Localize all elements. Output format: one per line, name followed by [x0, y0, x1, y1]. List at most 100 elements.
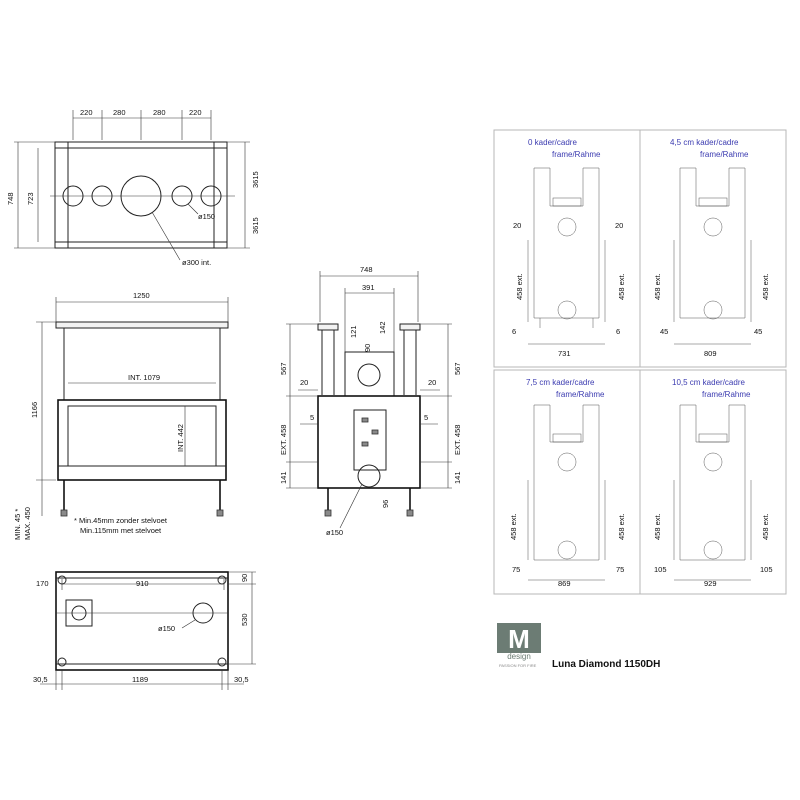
frame-panels: 0 kader/cadre frame/Rahme 20 20 458 ext.… [493, 129, 787, 595]
bottom-right-top: 90 [240, 574, 249, 582]
top-view: 220 280 280 220 748 723 3615 3615 ø150 ø… [6, 108, 260, 267]
logo-letter: M [508, 624, 530, 654]
frame-panel-2: 4,5 cm kader/cadre frame/Rahme 458 ext. … [653, 138, 770, 358]
side-121: 121 [349, 325, 358, 338]
bottom-width: 910 [136, 579, 149, 588]
front-int-height: INT. 442 [176, 424, 185, 452]
front-width: 1250 [133, 291, 150, 300]
frame-2-line1: 4,5 cm kader/cadre [670, 138, 739, 147]
frame-3-total: 869 [558, 579, 571, 588]
front-glass [67, 405, 217, 467]
top-hole-big: ø300 int. [182, 258, 211, 267]
frame-1-side-right: 20 [615, 221, 623, 230]
side-bottom-hole [357, 464, 381, 488]
front-max: MAX. 450 [23, 507, 32, 540]
frame-4-gap-left: 105 [654, 565, 667, 574]
frame-1-total: 731 [558, 349, 571, 358]
side-left-ext: EXT. 458 [279, 425, 288, 455]
top-height-inner: 723 [26, 192, 35, 205]
side-right-20: 20 [428, 378, 436, 387]
frame-3-ext-right: 458 ext. [617, 513, 626, 540]
logo-word: design [507, 652, 531, 661]
frame-1-ext-left: 458 ext. [515, 273, 524, 300]
frame-3-ext-left: 458 ext. [509, 513, 518, 540]
top-view-outline [54, 141, 228, 249]
front-int-width: INT. 1079 [128, 373, 160, 382]
side-inner: 391 [362, 283, 375, 292]
front-note-1: * Min.45mm zonder stelvoet [74, 516, 168, 525]
bottom-right-edge: 30,5 [234, 675, 249, 684]
frame-panel-1: 0 kader/cadre frame/Rahme 20 20 458 ext.… [512, 138, 626, 358]
top-dim-1: 220 [80, 108, 93, 117]
frame-4-line2: frame/Rahme [702, 390, 751, 399]
frame-4-ext-right: 458 ext. [761, 513, 770, 540]
bottom-total: 1189 [132, 675, 148, 684]
side-left-141: 141 [279, 471, 288, 484]
bottom-hole: ø150 [158, 624, 175, 633]
frame-1-line1: 0 kader/cadre [528, 138, 577, 147]
top-right-bottom: 3615 [251, 217, 260, 234]
frame-panel-4: 10,5 cm kader/cadre frame/Rahme 458 ext.… [653, 378, 773, 588]
bottom-outline [55, 571, 229, 671]
frame-4-total: 929 [704, 579, 717, 588]
side-left-20: 20 [300, 378, 308, 387]
frame-2-line2: frame/Rahme [700, 150, 749, 159]
frame-1-line2: frame/Rahme [552, 150, 601, 159]
side-left-5: 5 [310, 413, 314, 422]
side-flue-hole [357, 363, 381, 387]
side-left-567: 567 [279, 362, 288, 375]
frame-2-gap-right: 45 [754, 327, 762, 336]
side-view: 748 391 121 142 90 567 EXT. 458 [279, 265, 462, 537]
front-note-2: Min.115mm met stelvoet [80, 526, 162, 535]
frame-1-ext-right: 458 ext. [617, 273, 626, 300]
bottom-left-edge: 30,5 [33, 675, 48, 684]
logo-box [497, 623, 541, 653]
frame-1-gap-left: 6 [512, 327, 516, 336]
adjustable-foot [216, 509, 224, 517]
front-frame [57, 399, 227, 481]
frame-1-gap-right: 6 [616, 327, 620, 336]
logo-tagline: PASSION FOR FIRE [499, 663, 537, 668]
top-dim-4: 220 [189, 108, 202, 117]
side-flue-box [344, 351, 395, 397]
frame-1-side-left: 20 [513, 221, 521, 230]
top-dim-2: 280 [113, 108, 126, 117]
frame-4-gap-right: 105 [760, 565, 773, 574]
top-height-outer: 748 [6, 192, 15, 205]
side-vent [353, 409, 387, 471]
top-hole-small: ø150 [198, 212, 215, 221]
frame-2-ext-right: 458 ext. [761, 273, 770, 300]
front-height: 1166 [30, 402, 39, 418]
frame-2-gap-left: 45 [660, 327, 668, 336]
side-right-ext: EXT. 458 [453, 425, 462, 455]
front-view: 1250 INT. 1079 INT. 442 1166 MIN. 45 * M… [13, 291, 229, 540]
frame-2-total: 809 [704, 349, 717, 358]
side-142: 142 [378, 321, 387, 334]
side-right-567: 567 [453, 362, 462, 375]
frame-panel-3: 7,5 cm kader/cadre frame/Rahme 458 ext. … [509, 378, 626, 588]
side-body [317, 395, 421, 489]
side-right-141: 141 [453, 471, 462, 484]
side-width: 748 [360, 265, 373, 274]
front-min: MIN. 45 * [13, 509, 22, 540]
bottom-height: 530 [240, 613, 249, 626]
top-right-top: 3615 [251, 171, 260, 188]
frame-4-line1: 10,5 cm kader/cadre [672, 378, 745, 387]
side-hole: ø150 [326, 528, 343, 537]
frame-2-ext-left: 458 ext. [653, 273, 662, 300]
bottom-view: 170 910 ø150 90 530 30,5 1189 30,5 [33, 571, 256, 690]
front-top-plate [55, 321, 229, 329]
product-name: Luna Diamond 1150DH [552, 659, 660, 670]
bottom-left: 170 [36, 579, 49, 588]
top-dim-3: 280 [153, 108, 166, 117]
side-90: 90 [363, 344, 372, 352]
frame-4-ext-left: 458 ext. [653, 513, 662, 540]
side-96: 96 [381, 500, 390, 508]
frame-3-line1: 7,5 cm kader/cadre [526, 378, 595, 387]
adjustable-foot [60, 509, 68, 517]
frame-3-line2: frame/Rahme [556, 390, 605, 399]
frame-3-gap-right: 75 [616, 565, 624, 574]
frame-3-gap-left: 75 [512, 565, 520, 574]
side-right-5: 5 [424, 413, 428, 422]
